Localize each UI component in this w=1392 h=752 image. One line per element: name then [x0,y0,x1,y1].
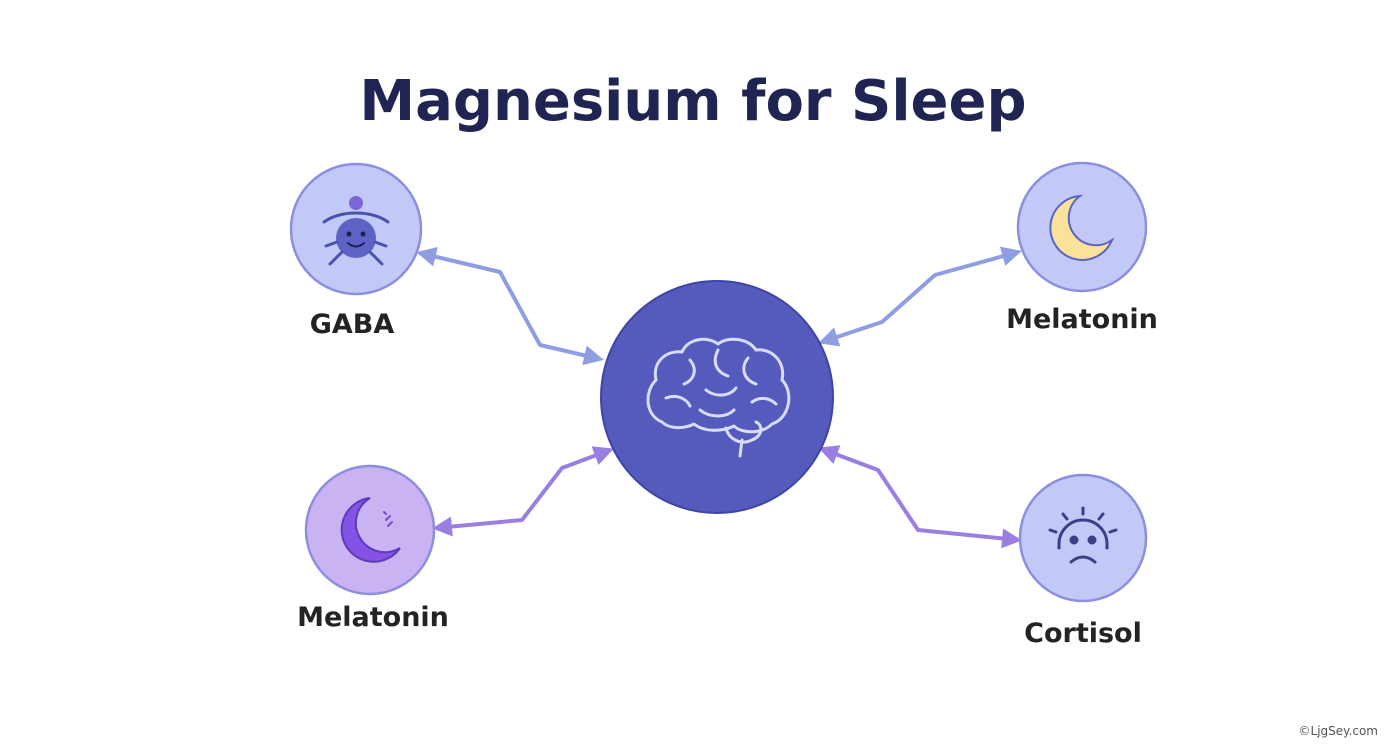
stressed-face-icon [1048,506,1118,564]
relaxed-face-icon [322,196,390,266]
diagram-title: Magnesium for Sleep [359,69,1026,134]
connector-gaba [416,246,604,366]
hub-brain-node [600,280,834,514]
node-label-gaba: GABA [310,309,395,340]
node-label-cortisol: Cortisol [1024,618,1142,649]
node-cortisol: Cortisol [1018,473,1148,649]
node-label-melatonin-top: Melatonin [1006,304,1158,335]
node-melatonin-top: Melatonin [1006,161,1158,335]
brain-icon [646,337,791,458]
node-melatonin-bottom: Melatonin [297,464,449,633]
crescent-moon-icon [1049,194,1115,261]
crescent-moon-sparkle-icon [340,497,401,563]
credit-text: ©LjgSey.com [1299,724,1378,738]
node-label-melatonin-bottom: Melatonin [297,602,449,633]
connector-melatonin-top [818,246,1022,347]
connector-melatonin-bottom [432,446,614,537]
connector-cortisol [818,445,1022,549]
node-gaba: GABA [289,162,423,340]
connectors [416,246,1022,549]
